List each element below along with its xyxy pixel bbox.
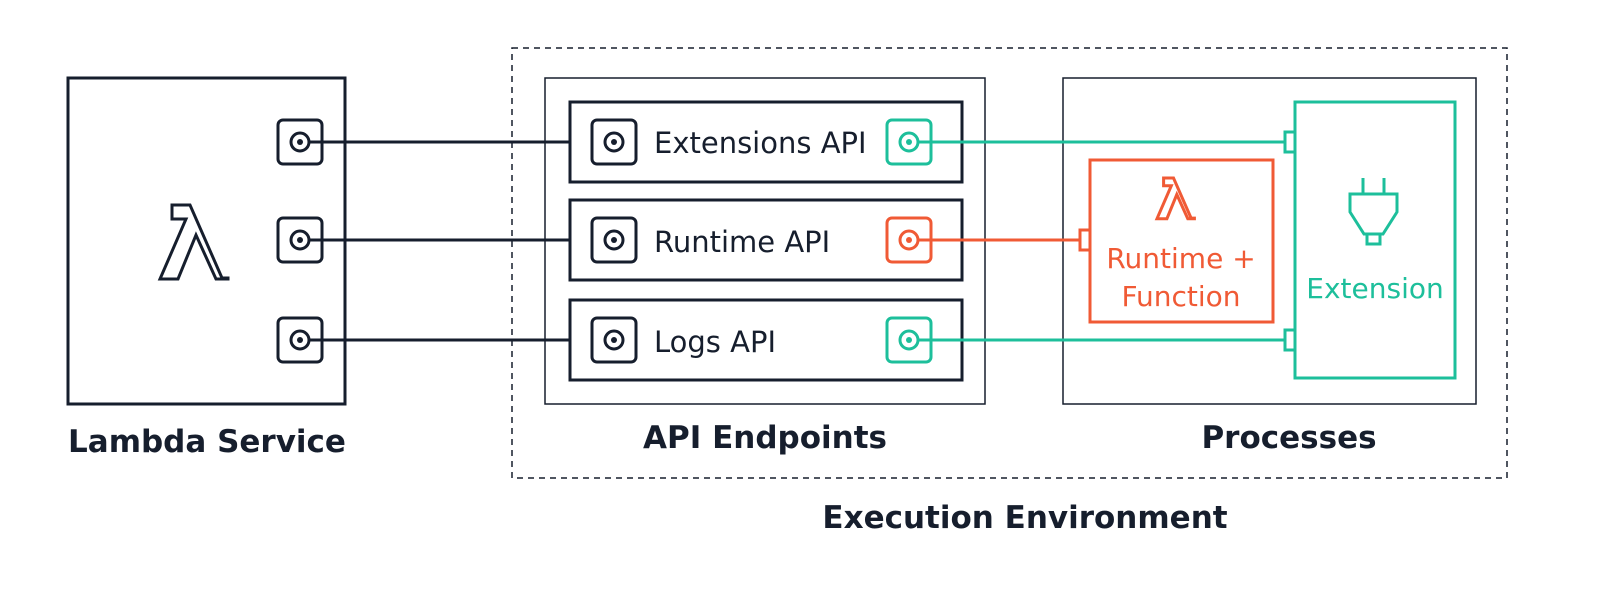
lambda-service-label: Lambda Service [68,424,346,460]
execution-environment-boundary [511,47,1508,479]
plug-icon [1348,178,1399,246]
processes-label: Processes [1201,420,1376,456]
extension-label: Extension [1306,272,1443,305]
runtime-function-process: Runtime + Function [1078,158,1275,324]
execution-environment-label: Execution Environment [822,500,1227,536]
extensions-api-label: Extensions API [654,126,867,160]
runtime-api-endpoint: Runtime API [568,198,964,282]
lambda-icon [157,203,230,281]
api-endpoints-label: API Endpoints [643,420,887,456]
logs-api-label: Logs API [654,325,776,359]
logs-api-endpoint: Logs API [568,298,964,382]
extension-process: Extension [1283,100,1457,380]
runtime-function-label-line2: Function [1121,280,1240,313]
lambda-icon [1154,176,1196,221]
extensions-api-endpoint: Extensions API [568,100,964,184]
runtime-api-label: Runtime API [654,225,830,259]
runtime-function-label-line1: Runtime + [1106,242,1255,275]
